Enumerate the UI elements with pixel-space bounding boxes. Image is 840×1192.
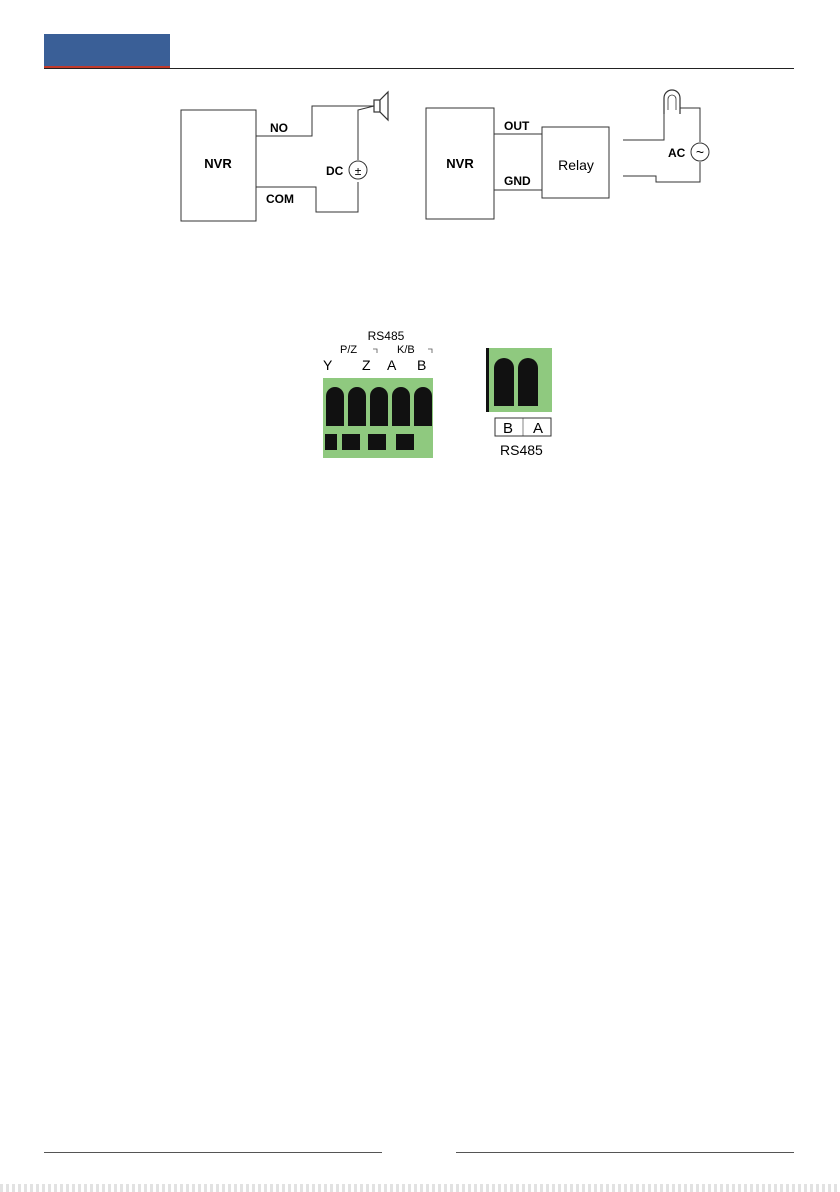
relay-diagram: NVR OUT GND Relay ~ AC: [420, 84, 730, 234]
ac-source-icon: ~: [691, 143, 709, 161]
header-tab: [44, 34, 170, 68]
no-label: NO: [270, 121, 288, 135]
gnd-label: GND: [504, 174, 531, 188]
rs485-connector: B A RS485: [480, 344, 560, 464]
ac-label: AC: [668, 146, 686, 160]
out-label: OUT: [504, 119, 530, 133]
dc-source-icon: ±: [349, 161, 367, 179]
rs485-ptz-connector: RS485 P/Z K/B Y Z A B: [310, 320, 450, 465]
footer-band: [0, 1184, 840, 1192]
svg-text:±: ±: [355, 164, 362, 178]
pin-label-a: A: [387, 357, 397, 373]
pin-label-b: B: [417, 357, 426, 373]
pin-label-y: Y: [323, 357, 333, 373]
com-label: COM: [266, 192, 294, 206]
pin-label-z: Z: [362, 357, 371, 373]
pin-label-b2: B: [503, 420, 513, 437]
speaker-icon: [374, 92, 388, 120]
rs485-group-label: RS485: [368, 329, 405, 343]
pz-label: P/Z: [340, 344, 357, 356]
relay-label: Relay: [558, 157, 594, 173]
lamp-icon: [664, 90, 680, 114]
footer-rule-right: [456, 1152, 794, 1153]
dc-label: DC: [326, 164, 344, 178]
rs485-label: RS485: [500, 442, 543, 458]
alarm-out-diagram: NVR NO COM ± DC: [170, 84, 410, 234]
nvr-label-2: NVR: [446, 156, 474, 171]
nvr-label: NVR: [204, 156, 232, 171]
header-rule: [44, 68, 794, 69]
footer-rule-left: [44, 1152, 382, 1153]
svg-text:~: ~: [696, 144, 704, 160]
kb-label: K/B: [397, 344, 415, 356]
pin-label-a2: A: [533, 420, 543, 437]
